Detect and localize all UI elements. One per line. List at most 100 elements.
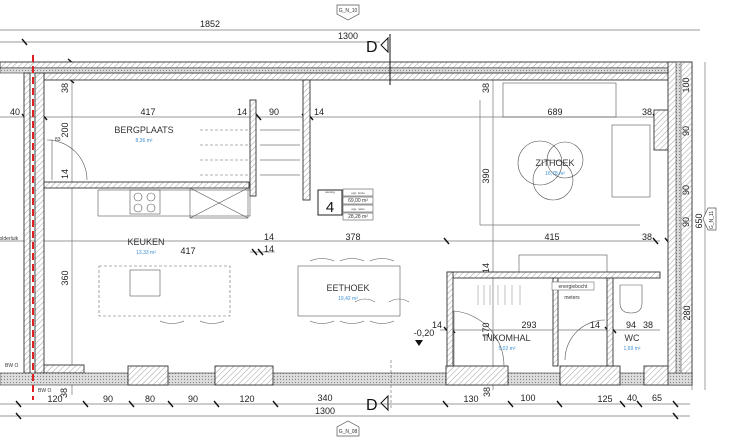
walls <box>0 55 693 400</box>
plan-label: 38 <box>60 83 70 93</box>
plan-line <box>643 365 669 386</box>
toilet <box>619 284 643 314</box>
unit-number-box <box>317 189 343 216</box>
plan-line <box>127 365 169 386</box>
plan-label: 4 <box>326 199 334 216</box>
section-cut-bottom: D <box>366 360 392 414</box>
plan-label: 1300 <box>338 31 358 41</box>
plan-line <box>619 400 626 408</box>
plan-label: 130 <box>463 394 478 404</box>
unit-box: woning 4 opp. bruto 69,00 m² opp. netto … <box>325 190 368 220</box>
plan-line <box>442 400 449 408</box>
plan-line <box>653 109 669 151</box>
plan-label: 1300 <box>315 406 335 416</box>
plan-line <box>0 67 693 74</box>
tv-cabinet <box>518 254 608 273</box>
plan-line <box>443 237 450 245</box>
section-marker-right: G_N_11 <box>702 207 717 231</box>
plan-line <box>507 400 514 408</box>
armchair <box>611 124 651 198</box>
dining-table <box>297 265 401 317</box>
room-zithoek: ZITHOEK <box>535 158 574 168</box>
plan-label: G_N_11 <box>709 211 715 229</box>
plan-label: 94 <box>626 320 636 330</box>
plan-line <box>249 99 257 197</box>
plan-label: 689 <box>547 107 562 117</box>
room-wc: WC <box>625 333 640 343</box>
plan-label: 90 <box>103 394 113 404</box>
plan-line <box>551 281 595 291</box>
plan-label: 90 <box>681 185 691 195</box>
plan-line <box>342 188 374 197</box>
plan-label: 1,69 m² <box>624 346 641 352</box>
plan-line <box>34 72 45 374</box>
sofa <box>502 82 617 118</box>
plan-label: 390 <box>481 168 491 183</box>
plan-label: 14 <box>432 320 442 330</box>
plan-line <box>98 265 231 317</box>
plan-label: 90 <box>269 107 279 117</box>
plan-label: 5,02 m² <box>499 346 516 352</box>
plan-line <box>652 237 659 245</box>
plan-line <box>380 394 389 412</box>
plan-line <box>446 271 454 367</box>
plan-line <box>189 187 249 219</box>
plan-line <box>82 400 89 408</box>
plan-line <box>556 400 563 408</box>
room-bergplaats: BERGPLAATS <box>114 125 173 135</box>
plan-label: 120 <box>47 394 62 404</box>
plan-line <box>272 400 279 408</box>
plan-line <box>167 400 174 408</box>
plan-label: 16,78 m² <box>545 171 565 177</box>
bottom-dimension-ticks <box>15 400 679 420</box>
plan-line <box>213 400 220 408</box>
plan-label: 417 <box>140 107 155 117</box>
plan-label: 38 <box>481 83 491 93</box>
dimension-texts: 1852 1300 40 417 14 90 14 689 38 417 14 … <box>10 19 704 416</box>
plan-label: 38 <box>642 232 652 242</box>
plan-label: 14 <box>264 232 274 242</box>
plan-label: 293 <box>521 320 536 330</box>
plan-label: 125 <box>597 394 612 404</box>
plan-label: 100 <box>520 393 535 403</box>
section-marker-bottom: G_N_08 <box>336 420 360 437</box>
section-marker-top: G_N_10 <box>336 4 360 21</box>
plan-label: zolderluik <box>0 236 19 242</box>
plan-label: 90 <box>188 394 198 404</box>
plan-line <box>15 412 22 420</box>
plan-line <box>477 285 521 305</box>
plan-line <box>606 277 614 367</box>
plan-line <box>380 36 389 54</box>
plan-label: 14 <box>264 244 274 254</box>
plan-line <box>342 212 374 221</box>
plan-line <box>672 400 679 408</box>
plan-label: 80 <box>145 394 155 404</box>
plan-line <box>552 277 559 367</box>
plan-label: 14 <box>60 169 70 179</box>
plan-label: 13,33 m² <box>136 250 156 256</box>
plan-line <box>546 141 584 179</box>
plan-label: 38 <box>643 320 653 330</box>
room-keuken: KEUKEN <box>127 237 164 247</box>
plan-label: 14 <box>314 107 324 117</box>
plan-line <box>43 181 250 189</box>
annotations: energiebocht meters -0,20 83 BW O BW O z… <box>0 137 595 394</box>
plan-line <box>636 400 643 408</box>
plan-line <box>46 139 606 367</box>
plan-label: 200 <box>60 122 70 137</box>
plan-line <box>189 187 249 219</box>
plan-line <box>302 79 311 201</box>
plan-label: 28,28 m² <box>348 214 368 220</box>
plan-line <box>532 159 574 201</box>
plan-label: meters <box>564 295 580 301</box>
plan-line <box>97 189 251 217</box>
plan-line <box>43 364 85 374</box>
plan-label: 14 <box>590 320 600 330</box>
plan-label: 120 <box>239 394 254 404</box>
level-marker-icon <box>415 340 423 346</box>
plan-label: 360 <box>60 270 70 285</box>
plan-label: 14 <box>481 263 491 273</box>
plan-line <box>446 271 661 279</box>
plan-label: 650 <box>694 213 704 228</box>
plan-line <box>214 365 274 386</box>
